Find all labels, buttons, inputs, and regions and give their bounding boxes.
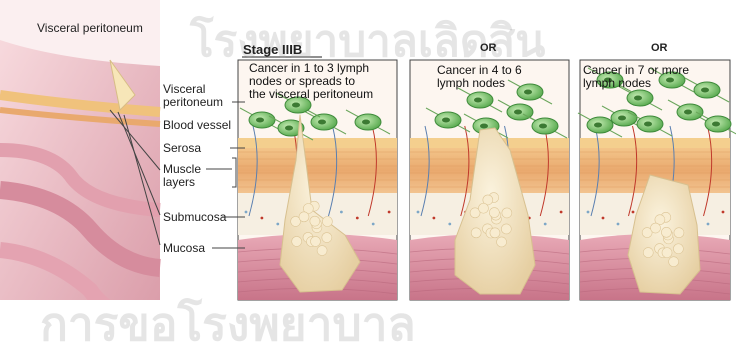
serosa-layer xyxy=(238,138,397,148)
label-serosa: Serosa xyxy=(163,142,201,155)
panel-1-caption: Cancer in 1 to 3 lymph nodes or spreads … xyxy=(249,62,373,101)
muscle-layer xyxy=(238,148,397,193)
stage-iiib-diagram: โรงพยาบาลเลิดสิน การขอโรงพยาบาล Visceral… xyxy=(0,0,736,338)
panel-2 xyxy=(410,60,569,300)
label-submucosa: Submucosa xyxy=(163,211,226,224)
colon-left-view xyxy=(0,0,160,338)
visceral-peritoneum-header-label: Visceral peritoneum xyxy=(37,22,143,35)
panel-3-caption: Cancer in 7 or more lymph nodes xyxy=(583,64,689,90)
panel-3 xyxy=(578,60,736,300)
serosa-layer xyxy=(580,138,730,148)
label-mucosa: Mucosa xyxy=(163,242,205,255)
label-muscle-layers: Muscle layers xyxy=(163,163,201,189)
label-blood-vessel: Blood vessel xyxy=(163,119,231,132)
panel-2-caption: Cancer in 4 to 6 lymph nodes xyxy=(437,64,522,90)
colon-cross-section-illustration xyxy=(0,0,736,338)
or-label-1: OR xyxy=(480,42,497,54)
label-visceral-peritoneum: Visceral peritoneum xyxy=(163,83,223,109)
or-label-2: OR xyxy=(651,42,668,54)
stage-title: Stage IIIB xyxy=(243,42,302,57)
